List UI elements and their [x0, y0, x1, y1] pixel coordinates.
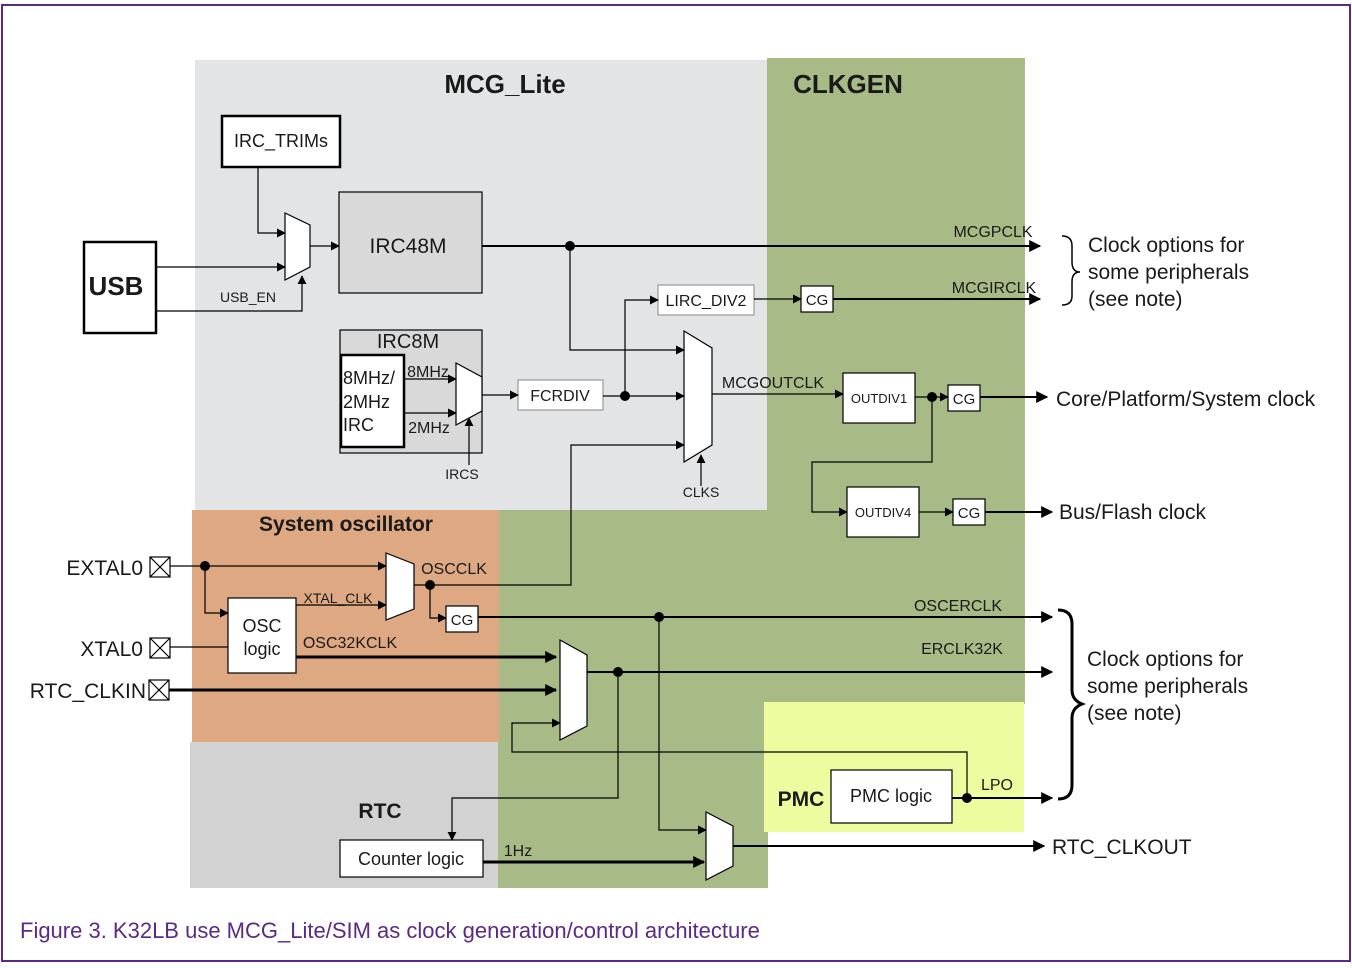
signal-wires — [156, 167, 968, 841]
cg-oscerclk-block — [445, 605, 479, 633]
upper-note-line1: Clock options for — [1088, 234, 1244, 257]
rtc-clkin-pin-label: RTC_CLKIN — [30, 680, 146, 703]
lirc-div2-label: LIRC_DIV2 — [666, 293, 747, 310]
osc-logic-block — [227, 597, 297, 674]
clkgen-title: CLKGEN — [793, 69, 903, 99]
irc48m-label: IRC48M — [369, 235, 446, 258]
lower-note-line3: (see note) — [1087, 702, 1182, 725]
irc8m-label: IRC8M — [377, 331, 439, 353]
irc8m-mux — [455, 361, 483, 427]
8mhz-label: 8MHz — [407, 364, 449, 381]
lower-note-line2: some peripherals — [1087, 675, 1248, 698]
mcgoutclk-label: MCGOUTCLK — [722, 375, 825, 392]
heavy-clock-wires — [169, 651, 706, 868]
junction-dots — [200, 241, 972, 803]
cg-mcgirclk-label: CG — [806, 292, 829, 309]
rtc-clkin-pin-icon — [148, 679, 170, 701]
oscerclk-label: OSCERCLK — [914, 598, 1002, 615]
erclk32k-label: ERCLK32K — [921, 641, 1003, 658]
counter-logic-label: Counter logic — [358, 849, 464, 869]
xtal0-pin-label: XTAL0 — [80, 638, 143, 661]
irc-trims-label: IRC_TRIMs — [234, 131, 328, 152]
ircs-label: IRCS — [445, 466, 478, 482]
osc-logic-line1: OSC — [242, 616, 281, 636]
system-oscillator-title: System oscillator — [259, 513, 433, 536]
mcgpclk-label: MCGPCLK — [953, 224, 1032, 241]
counter-logic-block — [339, 839, 484, 878]
irc8m-inner-line1: 8MHz/ — [343, 368, 395, 388]
pmc-title: PMC — [778, 788, 825, 811]
lpo-label: LPO — [981, 777, 1013, 794]
oscclk-mux — [385, 552, 415, 621]
mcg-lite-title: MCG_Lite — [444, 69, 565, 99]
fcrdiv-block — [517, 379, 604, 411]
cg-oscerclk-label: CG — [451, 612, 474, 629]
pmc-logic-label: PMC logic — [850, 786, 932, 806]
osc-logic-line2: logic — [243, 639, 280, 659]
cg-bus-label: CG — [958, 505, 981, 522]
upper-note-line2: some peripherals — [1088, 261, 1249, 284]
clks-label: CLKS — [683, 484, 720, 500]
mcgirclk-label: MCGIRCLK — [952, 280, 1037, 297]
xtal0-pin-icon — [149, 637, 171, 659]
irc8m-oscillator-block — [339, 353, 406, 449]
outdiv4-label: OUTDIV4 — [855, 505, 911, 520]
brace-lower-icon — [1057, 608, 1087, 801]
fcrdiv-label: FCRDIV — [530, 388, 590, 405]
rtc-clkout-mux — [705, 811, 734, 881]
oscclk-label: OSCCLK — [421, 561, 487, 578]
usb-label: USB — [89, 271, 144, 301]
1hz-label: 1Hz — [504, 843, 532, 860]
erclk32k-mux — [559, 638, 588, 741]
mcgoutclk-mux — [683, 329, 713, 464]
cg-core-label: CG — [953, 391, 976, 408]
irc48m-trim-mux — [284, 212, 311, 281]
core-clock-label: Core/Platform/System clock — [1056, 388, 1316, 411]
extal0-pin-icon — [149, 556, 171, 578]
2mhz-label: 2MHz — [408, 420, 450, 437]
lirc-div2-block — [657, 284, 755, 316]
usb-en-label: USB_EN — [220, 289, 276, 305]
usb-block — [82, 240, 158, 335]
xtal-clk-label: XTAL_CLK — [304, 590, 374, 606]
lower-note-line1: Clock options for — [1087, 648, 1243, 671]
irc8m-inner-line2: 2MHz — [343, 392, 390, 412]
upper-note-line3: (see note) — [1088, 288, 1183, 311]
irc48m-block — [338, 191, 483, 294]
pmc-logic-block — [830, 769, 953, 824]
irc-trims-block — [220, 114, 342, 169]
outdiv1-label: OUTDIV1 — [851, 391, 907, 406]
brace-upper-icon — [1061, 235, 1081, 306]
bus-clock-label: Bus/Flash clock — [1059, 501, 1207, 524]
rtc-title: RTC — [358, 800, 401, 823]
osc32kclk-label: OSC32KCLK — [303, 635, 398, 652]
figure-caption: Figure 3. K32LB use MCG_Lite/SIM as cloc… — [20, 918, 760, 943]
extal0-pin-label: EXTAL0 — [66, 557, 143, 580]
rtc-clkout-label: RTC_CLKOUT — [1052, 836, 1192, 859]
irc8m-inner-line3: IRC — [343, 415, 374, 435]
